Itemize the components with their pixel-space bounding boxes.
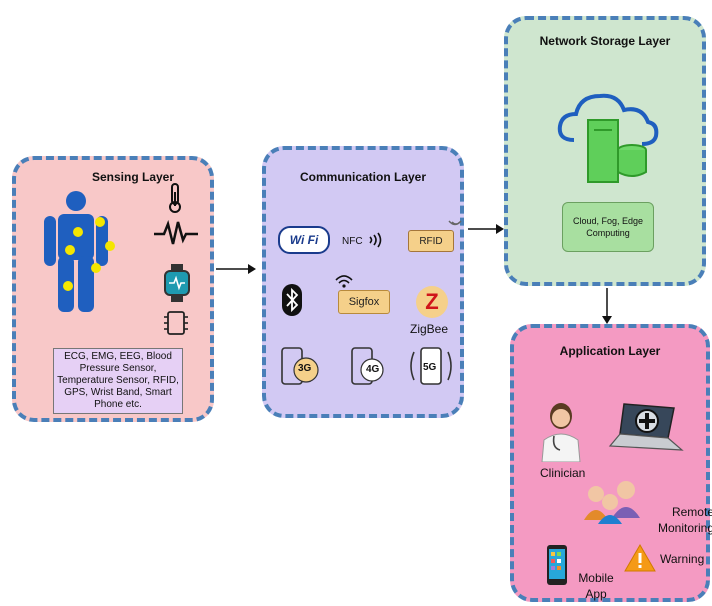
chip-icon [164,311,188,335]
sigfox-signal-icon [335,275,353,288]
arrow-sensing-to-communication [216,264,256,274]
network-storage-layer-title: Network Storage Layer [539,34,671,48]
phone-5g-icon [410,347,452,385]
thermometer-icon [169,183,181,213]
clinician-label: Clinician [540,466,586,480]
nfc-waves-icon [369,232,382,248]
smartwatch-icon [164,264,190,302]
rfid-waves-icon [448,220,462,226]
phone-3g-icon [281,347,319,385]
5g-label: 5G [423,362,437,373]
rfid-tag: RFID [408,230,454,252]
rfid-label: RFID [419,235,443,247]
mobile-phone-icon [547,545,567,585]
sensing-layer-title: Sensing Layer [91,170,175,184]
zigbee-label: ZigBee [410,322,449,336]
zigbee-logo: Z [416,286,448,318]
cloud-fog-edge-label: Cloud, Fog, Edge Computing [572,216,644,238]
bluetooth-icon [282,284,302,316]
cloud-server-icon [557,93,659,183]
communication-layer: Communication Layer Wi Fi NFC RFID Sigfo… [262,146,464,418]
sensors-list-box: ECG, EMG, EEG, Blood Pressure Sensor, Te… [53,348,183,414]
application-layer: Application Layer Clinician Remote Monit… [510,324,712,602]
cloud-fog-edge-box: Cloud, Fog, Edge Computing [562,202,654,252]
application-layer-title: Application Layer [559,344,661,358]
4g-label: 4G [366,364,380,375]
mobile-app-label: Mobile App [578,571,614,601]
laptop-medical-icon [608,403,684,451]
sigfox-box: Sigfox [338,290,390,314]
warning-label: Warning [660,552,705,566]
arrow-communication-to-storage [468,224,504,234]
remote-monitoring-label: Remote Monitoring [657,505,712,535]
sigfox-label: Sigfox [348,296,380,308]
wifi-label: Wi Fi [289,233,319,247]
heartbeat-icon [154,220,198,245]
human-body-icon [44,191,115,312]
zigbee-letter: Z [425,289,439,314]
clinician-icon [541,403,581,462]
communication-layer-title: Communication Layer [299,170,427,184]
phone-4g-icon [351,347,384,385]
warning-icon [624,544,656,572]
sensing-layer: Sensing Layer [12,156,214,422]
network-storage-layer: Network Storage Layer Cloud, Fog, Edge C… [504,16,706,286]
arrow-storage-to-application [602,288,612,324]
remote-monitoring-people-icon [584,481,640,524]
wifi-logo: Wi Fi [278,226,330,254]
nfc-label: NFC [342,236,363,247]
3g-label: 3G [298,363,312,374]
